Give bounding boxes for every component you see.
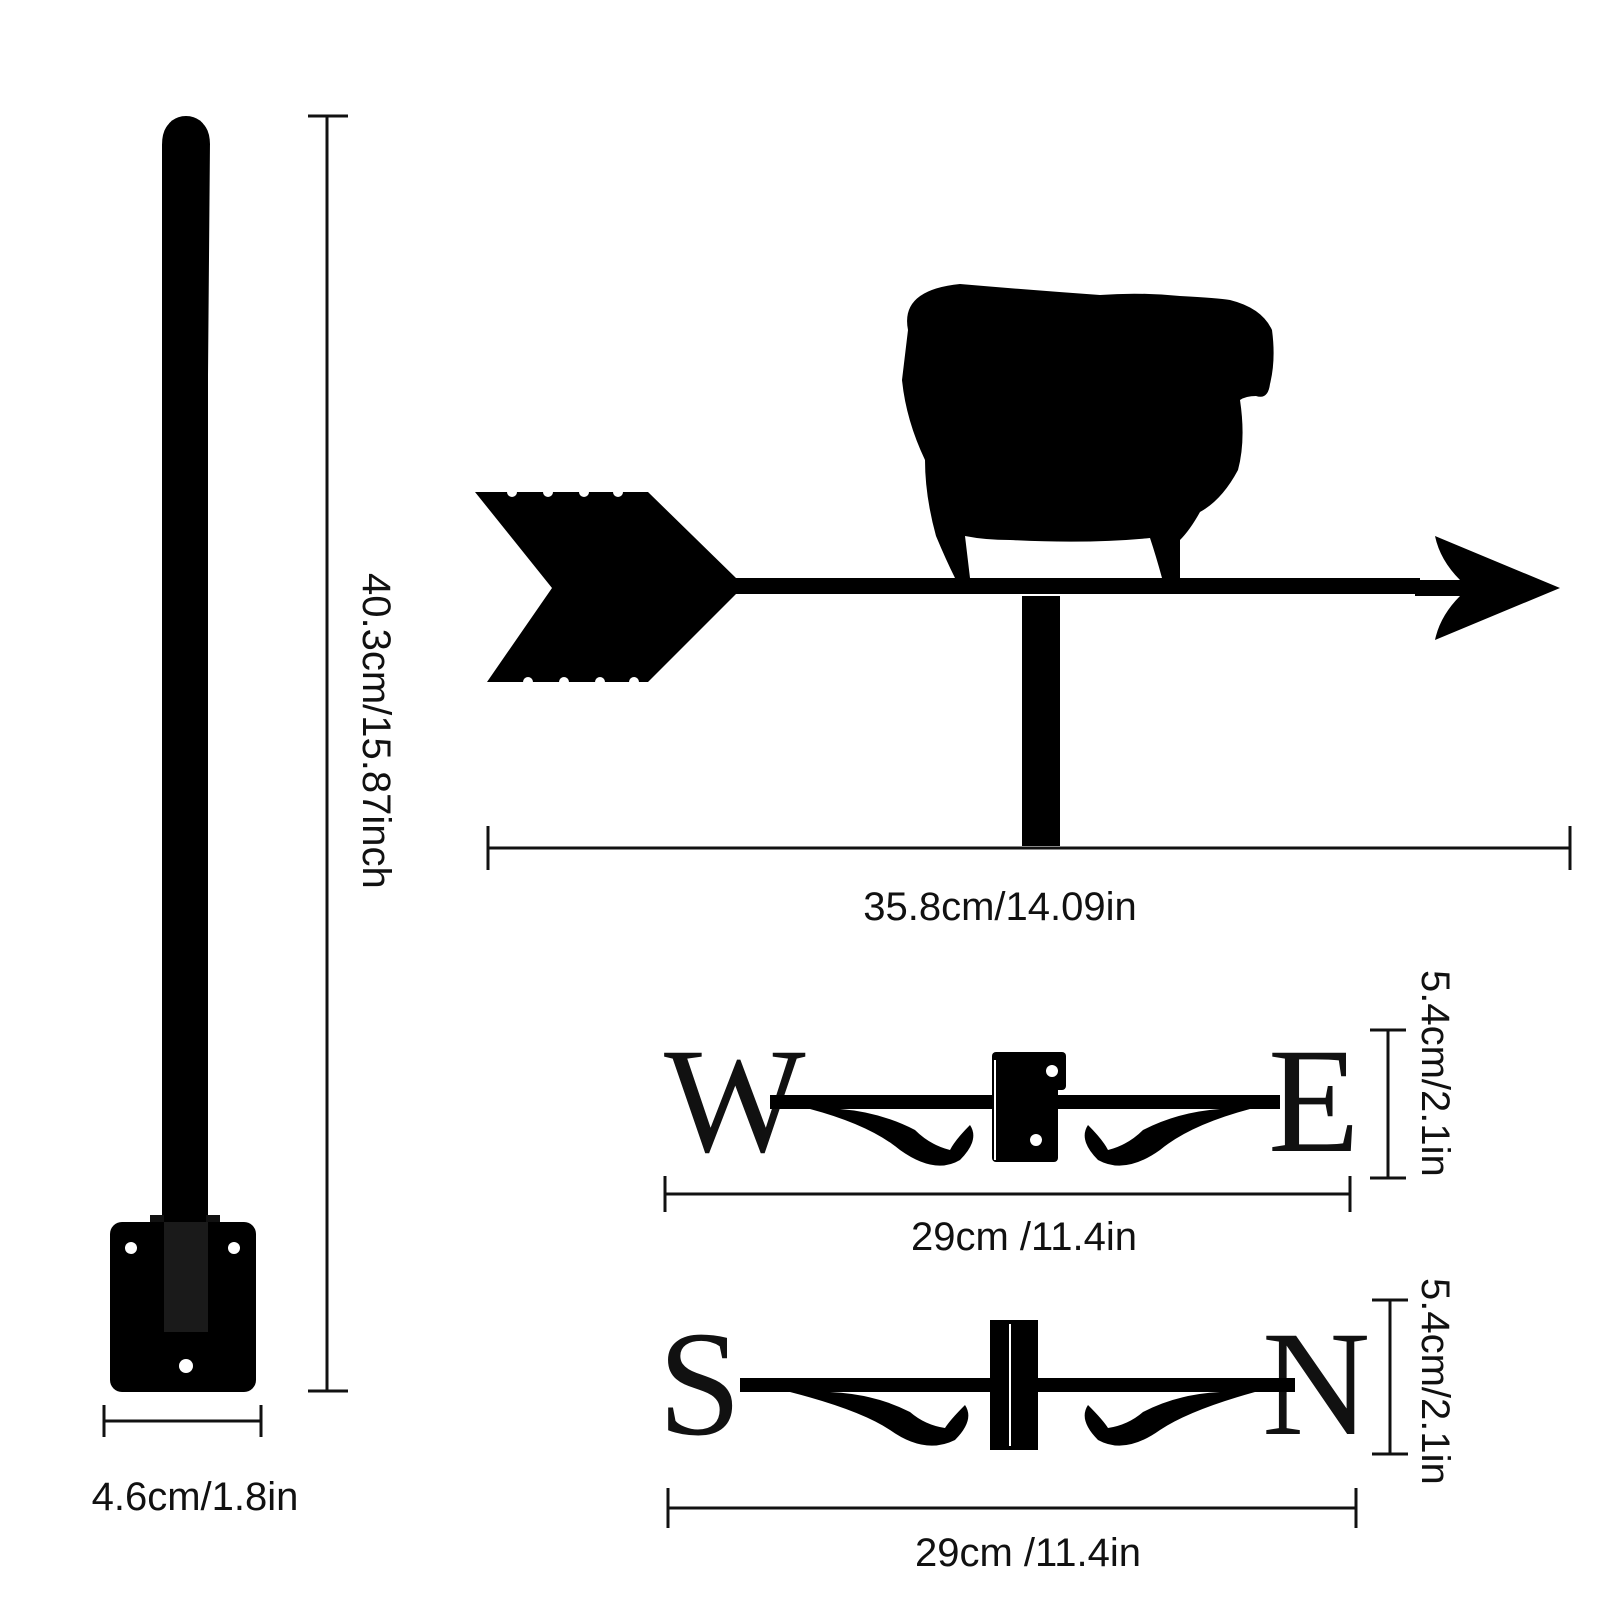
base-screw-hole-right <box>228 1242 240 1254</box>
pole-base-width-dimension <box>102 1405 263 1437</box>
we-height-dimension <box>1370 1028 1406 1180</box>
vane-width-dimension <box>486 826 1572 870</box>
arrow-tail-fletching <box>475 492 736 682</box>
sn-width-dimension <box>666 1488 1358 1528</box>
sn-height-dimension <box>1372 1298 1408 1456</box>
direction-bar-south-north: S N <box>658 1301 1370 1467</box>
sn-width-label: 29cm /11.4in <box>915 1531 1141 1575</box>
pole-base-width-label: 4.6cm/1.8in <box>92 1475 299 1519</box>
we-height-label: 5.4cm/2.1in <box>1413 970 1457 1177</box>
sn-center-block <box>990 1320 1038 1450</box>
direction-bar-west-east: W E <box>664 1018 1360 1184</box>
vane-post <box>1022 596 1060 846</box>
we-width-dimension <box>663 1176 1352 1212</box>
arrow-shaft <box>720 578 1420 594</box>
letter-south: S <box>658 1301 741 1467</box>
arrow-head <box>1415 536 1560 640</box>
mounting-pole <box>110 116 256 1392</box>
base-screw-hole-left <box>125 1242 137 1254</box>
we-scroll-right <box>1084 1109 1250 1166</box>
sn-scroll-right <box>1084 1392 1255 1446</box>
pole-tip-cap <box>166 116 206 148</box>
we-scroll-left <box>810 1109 974 1166</box>
we-width-label: 29cm /11.4in <box>911 1215 1137 1259</box>
base-screw-hole-bottom <box>179 1359 193 1373</box>
letter-east: E <box>1268 1018 1360 1184</box>
sheep-silhouette <box>902 284 1274 578</box>
pole-height-label: 40.3cm/15.87inch <box>354 573 398 889</box>
sn-height-label: 5.4cm/2.1in <box>1413 1278 1457 1485</box>
arrow-vane <box>475 284 1560 846</box>
pole-shaft <box>162 140 208 1300</box>
vane-width-label: 35.8cm/14.09in <box>863 885 1137 929</box>
sn-scroll-left <box>790 1392 969 1446</box>
pole-height-dimension <box>308 114 348 1393</box>
